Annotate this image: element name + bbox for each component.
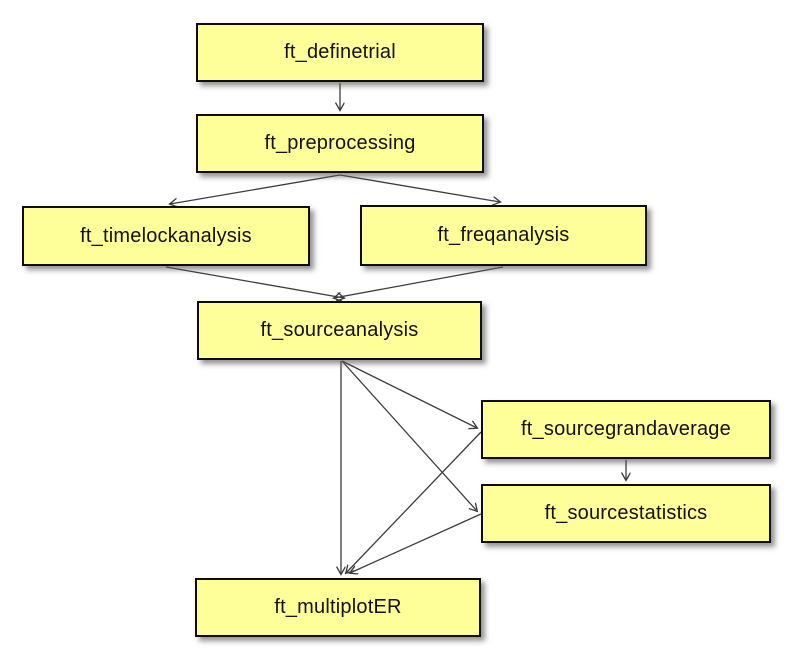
edge-sourcestatistics-to-multiplotER bbox=[350, 513, 482, 573]
edge-timelockanalysis-to-sourceanalysis bbox=[165, 266, 344, 298]
edge-sourcegrandaverage-to-multiplotER bbox=[346, 431, 482, 573]
edge-sourceanalysis-to-sourcegrandaverage bbox=[341, 360, 477, 428]
node-ft-freqanalysis: ft_freqanalysis bbox=[360, 205, 647, 266]
node-ft-timelockanalysis-label: ft_timelockanalysis bbox=[80, 224, 252, 247]
node-ft-sourcestatistics-label: ft_sourcestatistics bbox=[544, 502, 708, 524]
node-ft-preprocessing: ft_preprocessing bbox=[196, 114, 484, 173]
edge-preprocessing-to-freqanalysis bbox=[339, 174, 500, 202]
node-ft-definetrial: ft_definetrial bbox=[196, 23, 484, 82]
node-ft-sourceanalysis: ft_sourceanalysis bbox=[197, 301, 482, 360]
edge-freqanalysis-to-sourceanalysis bbox=[334, 266, 504, 298]
node-ft-multiplotER: ft_multiplotER bbox=[195, 578, 481, 637]
node-ft-definetrial-label: ft_definetrial bbox=[284, 41, 396, 63]
node-ft-sourcestatistics: ft_sourcestatistics bbox=[481, 484, 771, 543]
edge-sourceanalysis-to-sourcestatistics bbox=[341, 360, 477, 511]
node-ft-timelockanalysis: ft_timelockanalysis bbox=[22, 206, 310, 266]
node-ft-preprocessing-label: ft_preprocessing bbox=[264, 132, 416, 154]
node-ft-multiplotER-label: ft_multiplotER bbox=[274, 596, 402, 618]
node-ft-sourceanalysis-label: ft_sourceanalysis bbox=[260, 319, 419, 341]
edge-preprocessing-to-timelockanalysis bbox=[170, 174, 341, 204]
node-ft-freqanalysis-label: ft_freqanalysis bbox=[437, 224, 570, 246]
node-ft-sourcegrandaverage: ft_sourcegrandaverage bbox=[481, 400, 771, 459]
node-ft-sourcegrandaverage-label: ft_sourcegrandaverage bbox=[521, 418, 731, 440]
